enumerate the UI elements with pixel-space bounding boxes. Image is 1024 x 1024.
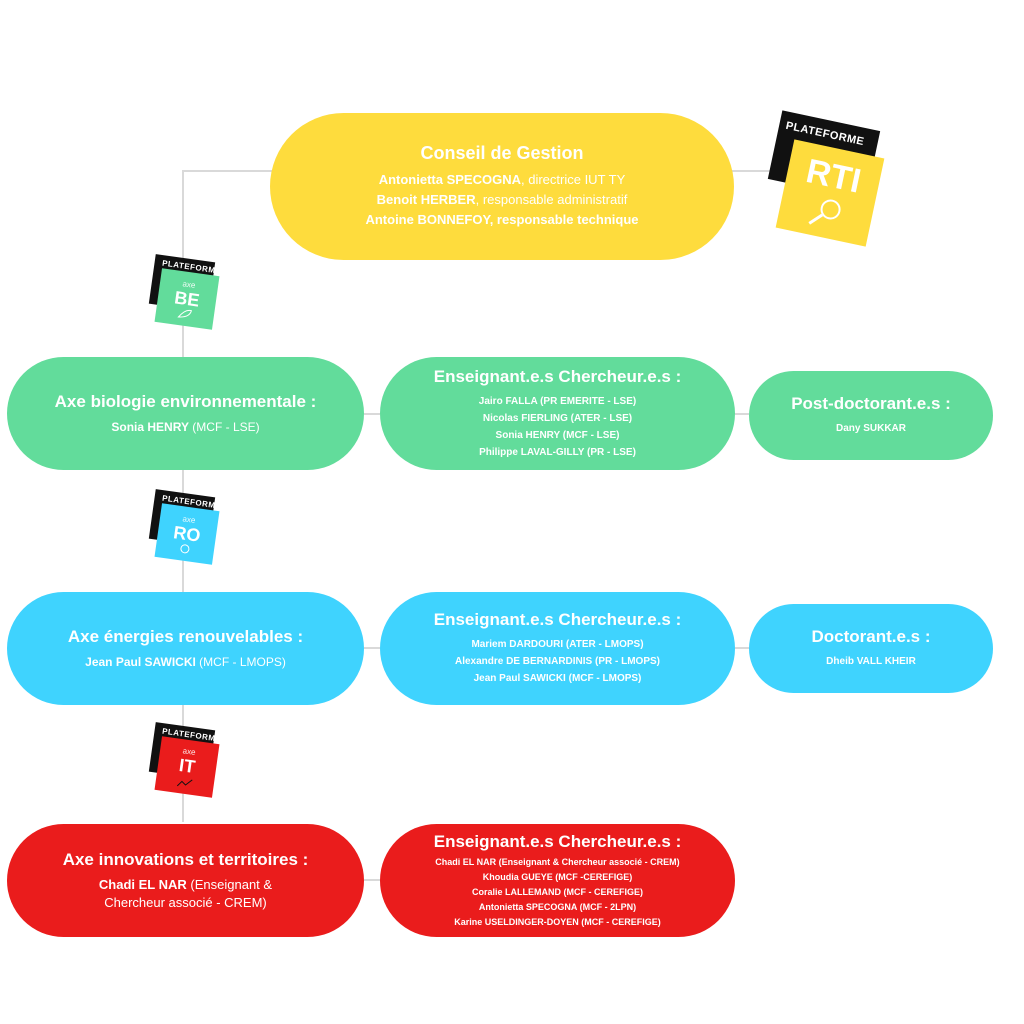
connector-to-conseil <box>182 170 274 172</box>
map-icon <box>177 778 193 786</box>
conseil-member: Benoit HERBER, responsable administratif <box>376 192 628 207</box>
ro-code: RO <box>172 521 202 546</box>
axe-lead: Jean Paul SAWICKI (MCF - LMOPS) <box>85 654 286 669</box>
plateforme-ro-badge: PLATEFORME axe RO <box>148 489 222 565</box>
connector-team2-extra <box>735 647 749 649</box>
axe-lead: Chadi EL NAR (Enseignant & <box>98 876 273 892</box>
team-member: Mariem DARDOURI (ATER - LMOPS) <box>471 639 644 650</box>
connector-axe1-team <box>364 413 380 415</box>
team-member: Karine USELDINGER-DOYEN (MCF - CEREFIGE) <box>454 916 661 927</box>
conseil-member: Antonietta SPECOGNA, directrice IUT TY <box>378 172 626 187</box>
conseil-member: Antoine BONNEFOY, responsable technique <box>365 212 639 227</box>
axe-title: Axe innovations et territoires : <box>62 849 309 869</box>
doctorant-energies-node: Doctorant.e.s : Dheib VALL KHEIR <box>749 604 993 693</box>
team-member: Alexandre DE BERNARDINIS (PR - LMOPS) <box>454 656 661 667</box>
team-title: Enseignant.e.s Chercheur.e.s : <box>433 366 682 386</box>
extra-member: Dheib VALL KHEIR <box>826 656 916 667</box>
team-member: Sonia HENRY (MCF - LSE) <box>495 429 620 441</box>
plateforme-be-badge: PLATEFORME axe BE <box>148 254 222 330</box>
team-member: Chadi EL NAR (Enseignant & Chercheur ass… <box>435 856 680 867</box>
team-member: Philippe LAVAL-GILLY (PR - LSE) <box>479 446 636 458</box>
axe-biologie-node: Axe biologie environnementale : Sonia HE… <box>7 357 364 470</box>
team-innovations-node: Enseignant.e.s Chercheur.e.s : Chadi EL … <box>380 824 735 937</box>
leaf-icon <box>177 309 193 318</box>
team-title: Enseignant.e.s Chercheur.e.s : <box>433 610 682 629</box>
axe-energies-node: Axe énergies renouvelables : Jean Paul S… <box>7 592 364 705</box>
axe-lead: Sonia HENRY (MCF - LSE) <box>111 419 260 434</box>
conseil-de-gestion-node: Conseil de Gestion Antonietta SPECOGNA, … <box>270 113 734 260</box>
plateforme-it-badge: PLATEFORME axe IT <box>148 722 222 798</box>
axe-lead-continued: Chercheur associé - CREM) <box>104 894 267 910</box>
postdoc-biologie-node: Post-doctorant.e.s : Dany SUKKAR <box>749 371 993 460</box>
team-member: Antonietta SPECOGNA (MCF - 2LPN) <box>478 901 637 912</box>
conseil-title: Conseil de Gestion <box>420 143 584 163</box>
connector-conseil-rti <box>730 170 770 172</box>
team-title: Enseignant.e.s Chercheur.e.s : <box>433 831 682 851</box>
plateforme-rti-badge: PLATEFORME RTI <box>767 110 890 250</box>
team-member: Khoudia GUEYE (MCF -CEREFIGE) <box>482 871 633 882</box>
team-member: Jairo FALLA (PR EMERITE - LSE) <box>478 395 637 407</box>
connector-axe3-team <box>364 879 380 881</box>
axe-title: Axe énergies renouvelables : <box>67 626 304 646</box>
team-biologie-node: Enseignant.e.s Chercheur.e.s : Jairo FAL… <box>380 357 735 470</box>
energy-icon <box>180 543 190 553</box>
axe-title: Axe biologie environnementale : <box>54 391 317 411</box>
team-member: Nicolas FIERLING (ATER - LSE) <box>482 412 633 424</box>
team-member: Coralie LALLEMAND (MCF - CEREFIGE) <box>471 886 643 897</box>
connector-axe2-team <box>364 647 380 649</box>
team-energies-node: Enseignant.e.s Chercheur.e.s : Mariem DA… <box>380 592 735 705</box>
connector-team1-extra <box>735 413 749 415</box>
magnifier-icon <box>808 199 841 225</box>
axe-innovations-node: Axe innovations et territoires : Chadi E… <box>7 824 364 937</box>
extra-title: Doctorant.e.s : <box>811 627 931 646</box>
extra-title: Post-doctorant.e.s : <box>791 394 951 413</box>
extra-member: Dany SUKKAR <box>835 423 906 434</box>
be-code: BE <box>173 286 201 311</box>
team-member: Jean Paul SAWICKI (MCF - LMOPS) <box>473 673 642 684</box>
it-code: IT <box>177 754 197 777</box>
